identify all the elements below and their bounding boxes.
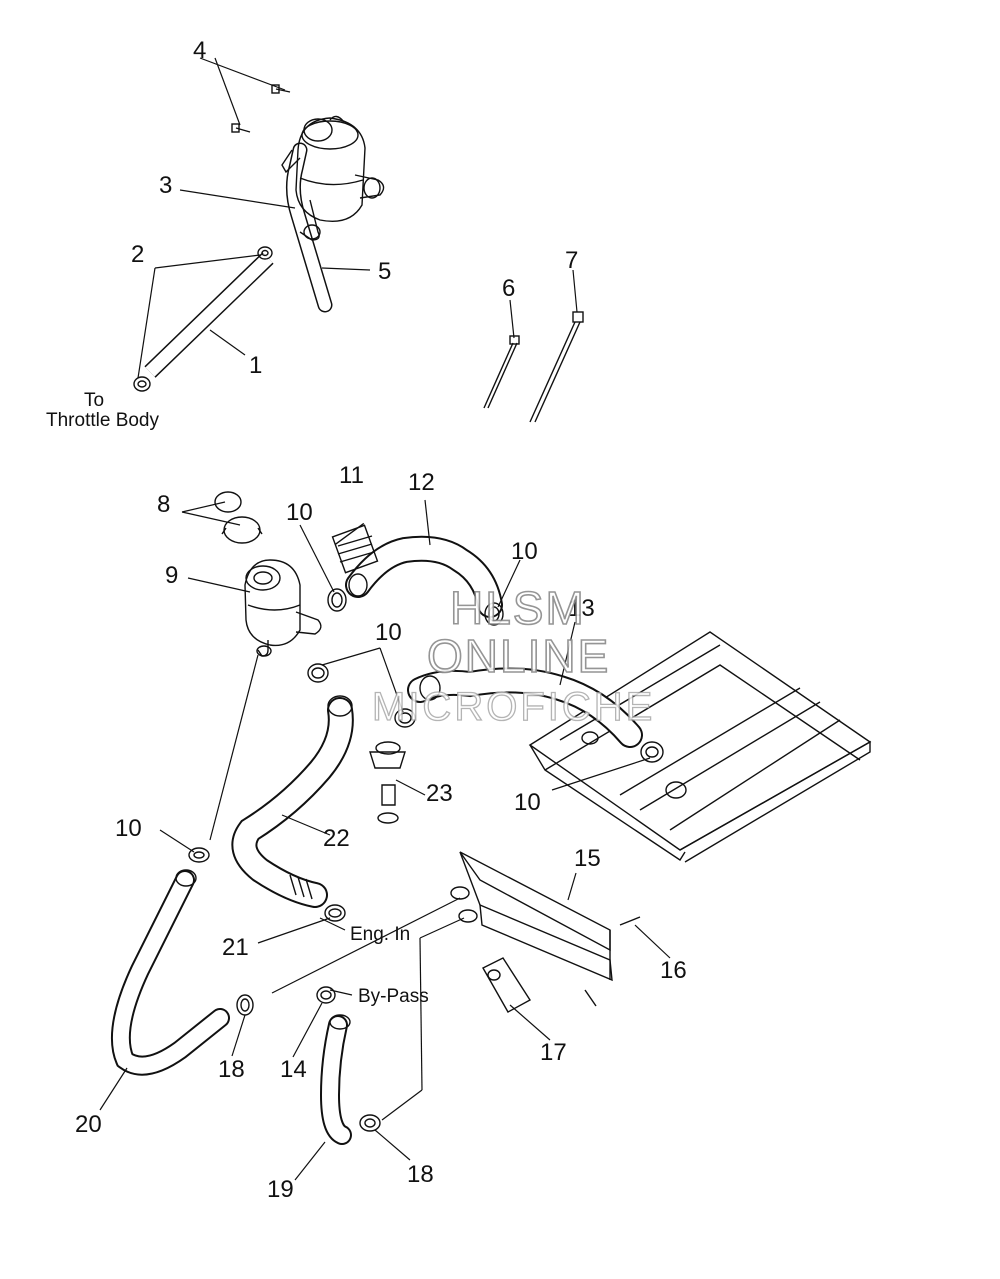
callout-6: 6 bbox=[502, 275, 515, 302]
part-18-clamp-b bbox=[359, 1114, 381, 1132]
part-1-hose bbox=[144, 252, 274, 378]
callout-13: 13 bbox=[568, 595, 595, 622]
watermark-line-1: HLSM bbox=[450, 582, 586, 634]
callout-23: 23 bbox=[426, 780, 453, 807]
part-23-thermostat bbox=[369, 741, 406, 824]
part-13-hose bbox=[407, 667, 643, 748]
part-8-cap bbox=[214, 491, 263, 544]
callout-18-a: 18 bbox=[218, 1056, 245, 1083]
part-16-pin bbox=[584, 916, 641, 1007]
callout-5: 5 bbox=[378, 258, 391, 285]
frame-rail bbox=[528, 631, 872, 863]
part-2-clamp-lower bbox=[133, 376, 151, 392]
callout-12: 12 bbox=[408, 469, 435, 496]
note-to: To bbox=[84, 390, 104, 411]
callout-4: 4 bbox=[193, 37, 206, 64]
callout-2: 2 bbox=[131, 241, 144, 268]
part-2-clamp-upper bbox=[257, 246, 273, 260]
part-7-cable-tie bbox=[529, 311, 584, 423]
part-14-clamp bbox=[316, 986, 336, 1004]
part-15-bracket bbox=[450, 851, 613, 982]
diagram-notes: To Throttle Body Eng. In By-Pass bbox=[46, 390, 429, 1007]
callout-7: 7 bbox=[565, 247, 578, 274]
watermark-line-3: MICROFICHE bbox=[372, 685, 655, 729]
callout-17: 17 bbox=[540, 1039, 567, 1066]
part-10-clamp-e bbox=[640, 741, 664, 763]
callout-10-a: 10 bbox=[286, 499, 313, 526]
callout-10-e: 10 bbox=[115, 815, 142, 842]
part-12-hose bbox=[345, 535, 503, 618]
watermark-line-2: ONLINE bbox=[427, 630, 610, 682]
part-22-hose bbox=[231, 695, 354, 908]
callout-20: 20 bbox=[75, 1111, 102, 1138]
note-by-pass: By-Pass bbox=[358, 986, 429, 1007]
part-4-screw-left bbox=[231, 123, 251, 133]
part-18-clamp-a bbox=[236, 994, 254, 1016]
leader-lines bbox=[99, 57, 671, 1181]
callout-9: 9 bbox=[165, 562, 178, 589]
callout-10-c: 10 bbox=[375, 619, 402, 646]
part-10-clamp-f bbox=[188, 847, 210, 863]
part-20-hose bbox=[110, 869, 230, 1076]
callout-11: 11 bbox=[339, 462, 364, 489]
callout-19: 19 bbox=[267, 1176, 294, 1203]
callout-16: 16 bbox=[660, 957, 687, 984]
callout-8: 8 bbox=[157, 491, 170, 518]
watermark: HLSM ONLINE MICROFICHE bbox=[371, 581, 655, 729]
part-10-clamp-b bbox=[484, 602, 504, 626]
part-6-cable-tie bbox=[483, 335, 520, 409]
callout-22: 22 bbox=[323, 825, 350, 852]
callout-1: 1 bbox=[249, 352, 262, 379]
callout-21: 21 bbox=[222, 934, 249, 961]
callout-labels: 4 3 2 5 1 6 7 8 9 10 11 12 10 13 10 23 1… bbox=[75, 37, 687, 1203]
part-11-sleeve bbox=[331, 522, 379, 574]
callout-15: 15 bbox=[574, 845, 601, 872]
part-10-clamp-d bbox=[394, 708, 416, 728]
part-17-mount bbox=[482, 957, 531, 1013]
callout-3: 3 bbox=[159, 172, 172, 199]
part-19-hose bbox=[319, 1014, 352, 1145]
part-3-reservoir-upper bbox=[281, 115, 385, 241]
part-5-vent-tube bbox=[285, 142, 333, 313]
callout-18-b: 18 bbox=[407, 1161, 434, 1188]
note-throttle-body: Throttle Body bbox=[46, 410, 159, 431]
note-eng-in: Eng. In bbox=[350, 924, 410, 945]
part-10-clamp-c bbox=[307, 663, 329, 683]
part-4-screw-top bbox=[271, 84, 291, 94]
callout-10-b: 10 bbox=[511, 538, 538, 565]
callout-10-d: 10 bbox=[514, 789, 541, 816]
part-9-reservoir bbox=[244, 559, 322, 657]
part-10-clamp-a bbox=[327, 588, 347, 612]
part-21-clamp bbox=[324, 904, 346, 922]
callout-14: 14 bbox=[280, 1056, 307, 1083]
